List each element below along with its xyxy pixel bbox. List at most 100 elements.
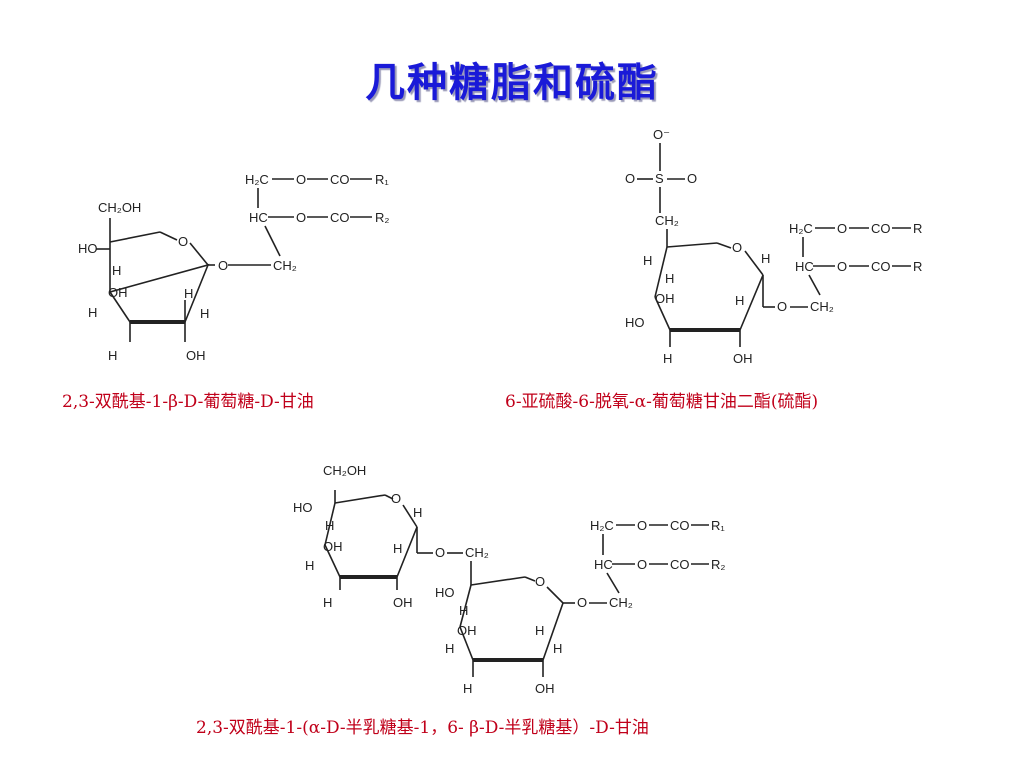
atom-label: CH₂OH — [323, 463, 366, 478]
bond-line — [334, 494, 386, 504]
atom-label: H₂C — [245, 172, 269, 187]
bond-line — [402, 504, 418, 528]
atom-label: OH — [393, 595, 413, 610]
atom-label: O — [218, 258, 228, 273]
atom-label: S — [655, 171, 664, 186]
atom-label: R — [913, 259, 922, 274]
atom-label: OH — [186, 348, 206, 363]
bond-line — [470, 576, 526, 586]
atom-label: O — [637, 518, 647, 533]
atom-label: OH — [733, 351, 753, 366]
bond-line — [159, 231, 178, 241]
atom-label: HC — [795, 259, 814, 274]
atom-label: HO — [435, 585, 455, 600]
atom-label: H — [663, 351, 672, 366]
atom-label: H — [184, 286, 193, 301]
atom-label: CH₂ — [273, 258, 297, 273]
bond-line — [542, 602, 564, 661]
atom-label: R₁ — [711, 518, 725, 533]
atom-label: O — [687, 171, 697, 186]
atom-label: O — [178, 234, 188, 249]
atom-label: OH — [323, 539, 343, 554]
atom-label: O — [577, 595, 587, 610]
bond-line — [654, 296, 671, 331]
caption-structure-3: 2,3-双酰基-1-(α-D-半乳糖基-1，6- β-D-半乳糖基）-D-甘油 — [196, 718, 649, 738]
atom-label: R₁ — [375, 172, 389, 187]
bond-line — [189, 242, 209, 266]
bond-line — [808, 274, 821, 296]
bond-line — [654, 246, 668, 298]
page-title: 几种糖脂和硫酯 — [365, 60, 659, 106]
atom-label: CO — [871, 259, 891, 274]
atom-label: O — [625, 171, 635, 186]
atom-label: HO — [293, 500, 313, 515]
atom-label: CH₂ — [810, 299, 834, 314]
atom-label: OH — [457, 623, 477, 638]
atom-label: R — [913, 221, 922, 236]
bond-line — [396, 526, 418, 578]
atom-label: H — [108, 348, 117, 363]
atom-label: CO — [330, 172, 350, 187]
atom-label: CO — [330, 210, 350, 225]
atom-label: H — [323, 595, 332, 610]
atom-label: O — [435, 545, 445, 560]
atom-label: O — [535, 574, 545, 589]
bond-line — [716, 242, 732, 249]
atom-label: O — [637, 557, 647, 572]
bond-line — [739, 274, 764, 331]
atom-label: O⁻ — [653, 127, 670, 142]
bond-line — [524, 576, 536, 582]
atom-label: HC — [594, 557, 613, 572]
atom-label: H — [200, 306, 209, 321]
atom-label: H — [665, 271, 674, 286]
atom-label: H — [393, 541, 402, 556]
atom-label: H₂C — [590, 518, 614, 533]
bond-line — [606, 572, 620, 594]
atom-label: O — [296, 172, 306, 187]
atom-label: R₂ — [375, 210, 389, 225]
atom-label: CO — [871, 221, 891, 236]
bond-line — [324, 502, 336, 546]
atom-label: O — [296, 210, 306, 225]
bond-line — [744, 250, 764, 276]
atom-label: CO — [670, 557, 690, 572]
atom-label: H — [553, 641, 562, 656]
caption-structure-1: 2,3-双酰基-1-β-D-葡萄糖-D-甘油 — [62, 392, 314, 412]
atom-label: HO — [78, 241, 98, 256]
bond-line — [384, 494, 394, 500]
atom-label: H — [325, 518, 334, 533]
structure-3-diagram: CH₂OH O HO H OH H H H H OH O CH₂ O HO H … — [293, 463, 725, 696]
structure-1-diagram: H₂C O CO R₁ HC O CO R₂ CH₂ O O CH₂OH HO … — [78, 172, 389, 363]
atom-label: O — [777, 299, 787, 314]
atom-label: OH — [655, 291, 675, 306]
bond-line — [324, 544, 341, 578]
atom-label: R₂ — [711, 557, 725, 572]
atom-label: O — [837, 259, 847, 274]
atom-label: H — [305, 558, 314, 573]
atom-label: O — [391, 491, 401, 506]
atom-label: H — [735, 293, 744, 308]
atom-label: HO — [625, 315, 645, 330]
atom-label: H — [413, 505, 422, 520]
atom-label: CO — [670, 518, 690, 533]
atom-label: CH₂ — [609, 595, 633, 610]
atom-label: H — [112, 263, 121, 278]
bond-line — [264, 225, 281, 257]
atom-label: OH — [108, 285, 128, 300]
atom-label: CH₂OH — [98, 200, 141, 215]
atom-label: H — [761, 251, 770, 266]
atom-label: O — [732, 240, 742, 255]
atom-label: H₂C — [789, 221, 813, 236]
atom-label: CH₂ — [655, 213, 679, 228]
atom-label: CH₂ — [465, 545, 489, 560]
atom-label: OH — [535, 681, 555, 696]
atom-label: H — [88, 305, 97, 320]
atom-label: HC — [249, 210, 268, 225]
bond-line — [666, 242, 718, 248]
atom-label: H — [459, 603, 468, 618]
bond-line — [109, 231, 161, 243]
bond-line — [459, 584, 472, 628]
atom-label: O — [837, 221, 847, 236]
atom-label: H — [643, 253, 652, 268]
atom-label: H — [535, 623, 544, 638]
